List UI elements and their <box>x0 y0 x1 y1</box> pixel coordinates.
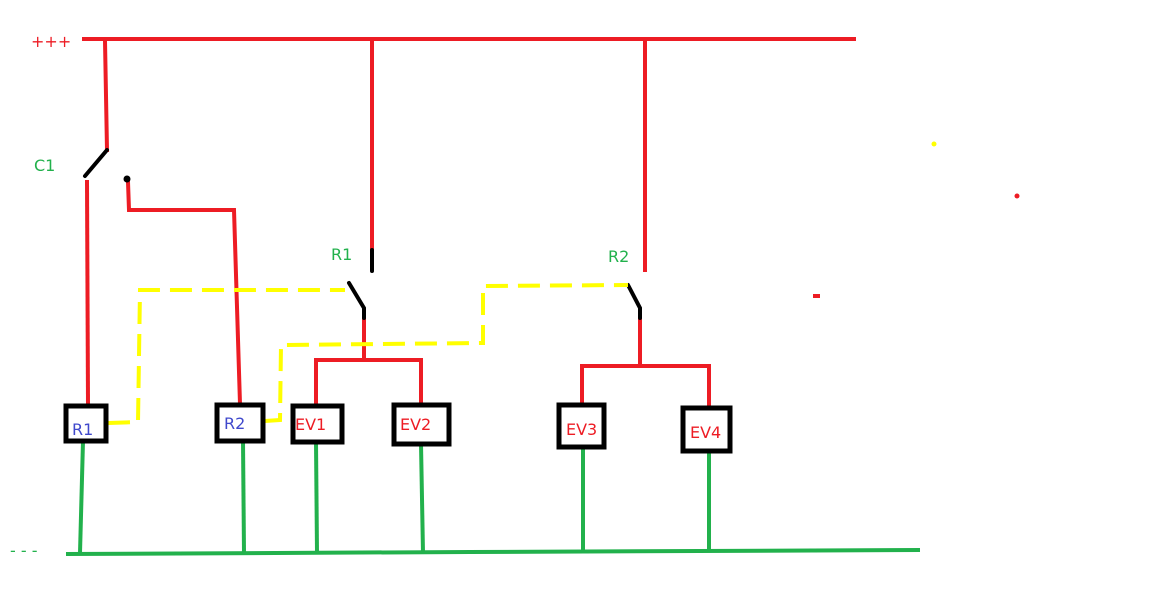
ev1-label: EV1 <box>295 415 326 434</box>
stray-red-dot <box>1014 193 1020 199</box>
ev2-box <box>391 402 452 447</box>
r2-coil-control-wire <box>264 283 629 423</box>
r2-coil-label: R2 <box>224 414 245 433</box>
positive-supply-label: +++ <box>31 32 71 51</box>
positive-wires <box>82 37 856 408</box>
r1-coil-label: R1 <box>72 420 93 439</box>
r1-coil-box <box>63 403 109 444</box>
ev2-ground <box>419 443 425 554</box>
negative-supply-label: - - - <box>10 541 38 560</box>
r1-contact-label: R1 <box>331 245 352 264</box>
ev4-box <box>680 405 733 454</box>
r1-coil-control-wire <box>107 288 345 425</box>
negative-bus <box>65 548 921 556</box>
r2-coil-ground <box>241 440 246 554</box>
r2-switch-arm <box>626 283 642 320</box>
stray-yellow-dot <box>931 141 937 147</box>
ev1-box <box>290 403 345 445</box>
ev4-label: EV4 <box>690 423 721 442</box>
component-boxes <box>63 402 733 454</box>
c1-switch-arm <box>83 148 109 178</box>
r1-switch-arm <box>347 281 366 320</box>
r2-coil-box <box>214 402 266 444</box>
r1-coil-ground <box>78 440 85 554</box>
ev1-ground <box>314 441 319 554</box>
switch-contacts <box>83 148 642 320</box>
c1-contact-label: C1 <box>34 156 55 175</box>
ev3-box <box>556 402 607 450</box>
ev1-ev2-wire <box>314 358 423 406</box>
ev2-label: EV2 <box>400 415 431 434</box>
c1-output-wire <box>84 179 91 407</box>
ev3-ev4-wire <box>580 364 711 408</box>
ev3-label: EV3 <box>566 420 597 439</box>
r2-contact-label: R2 <box>608 247 629 266</box>
c1-contact-point <box>123 175 131 183</box>
negative-wires <box>65 440 921 556</box>
control-wires <box>107 283 629 425</box>
c1-second-contact-wire <box>125 179 243 407</box>
c1-feed-wire <box>102 38 110 153</box>
